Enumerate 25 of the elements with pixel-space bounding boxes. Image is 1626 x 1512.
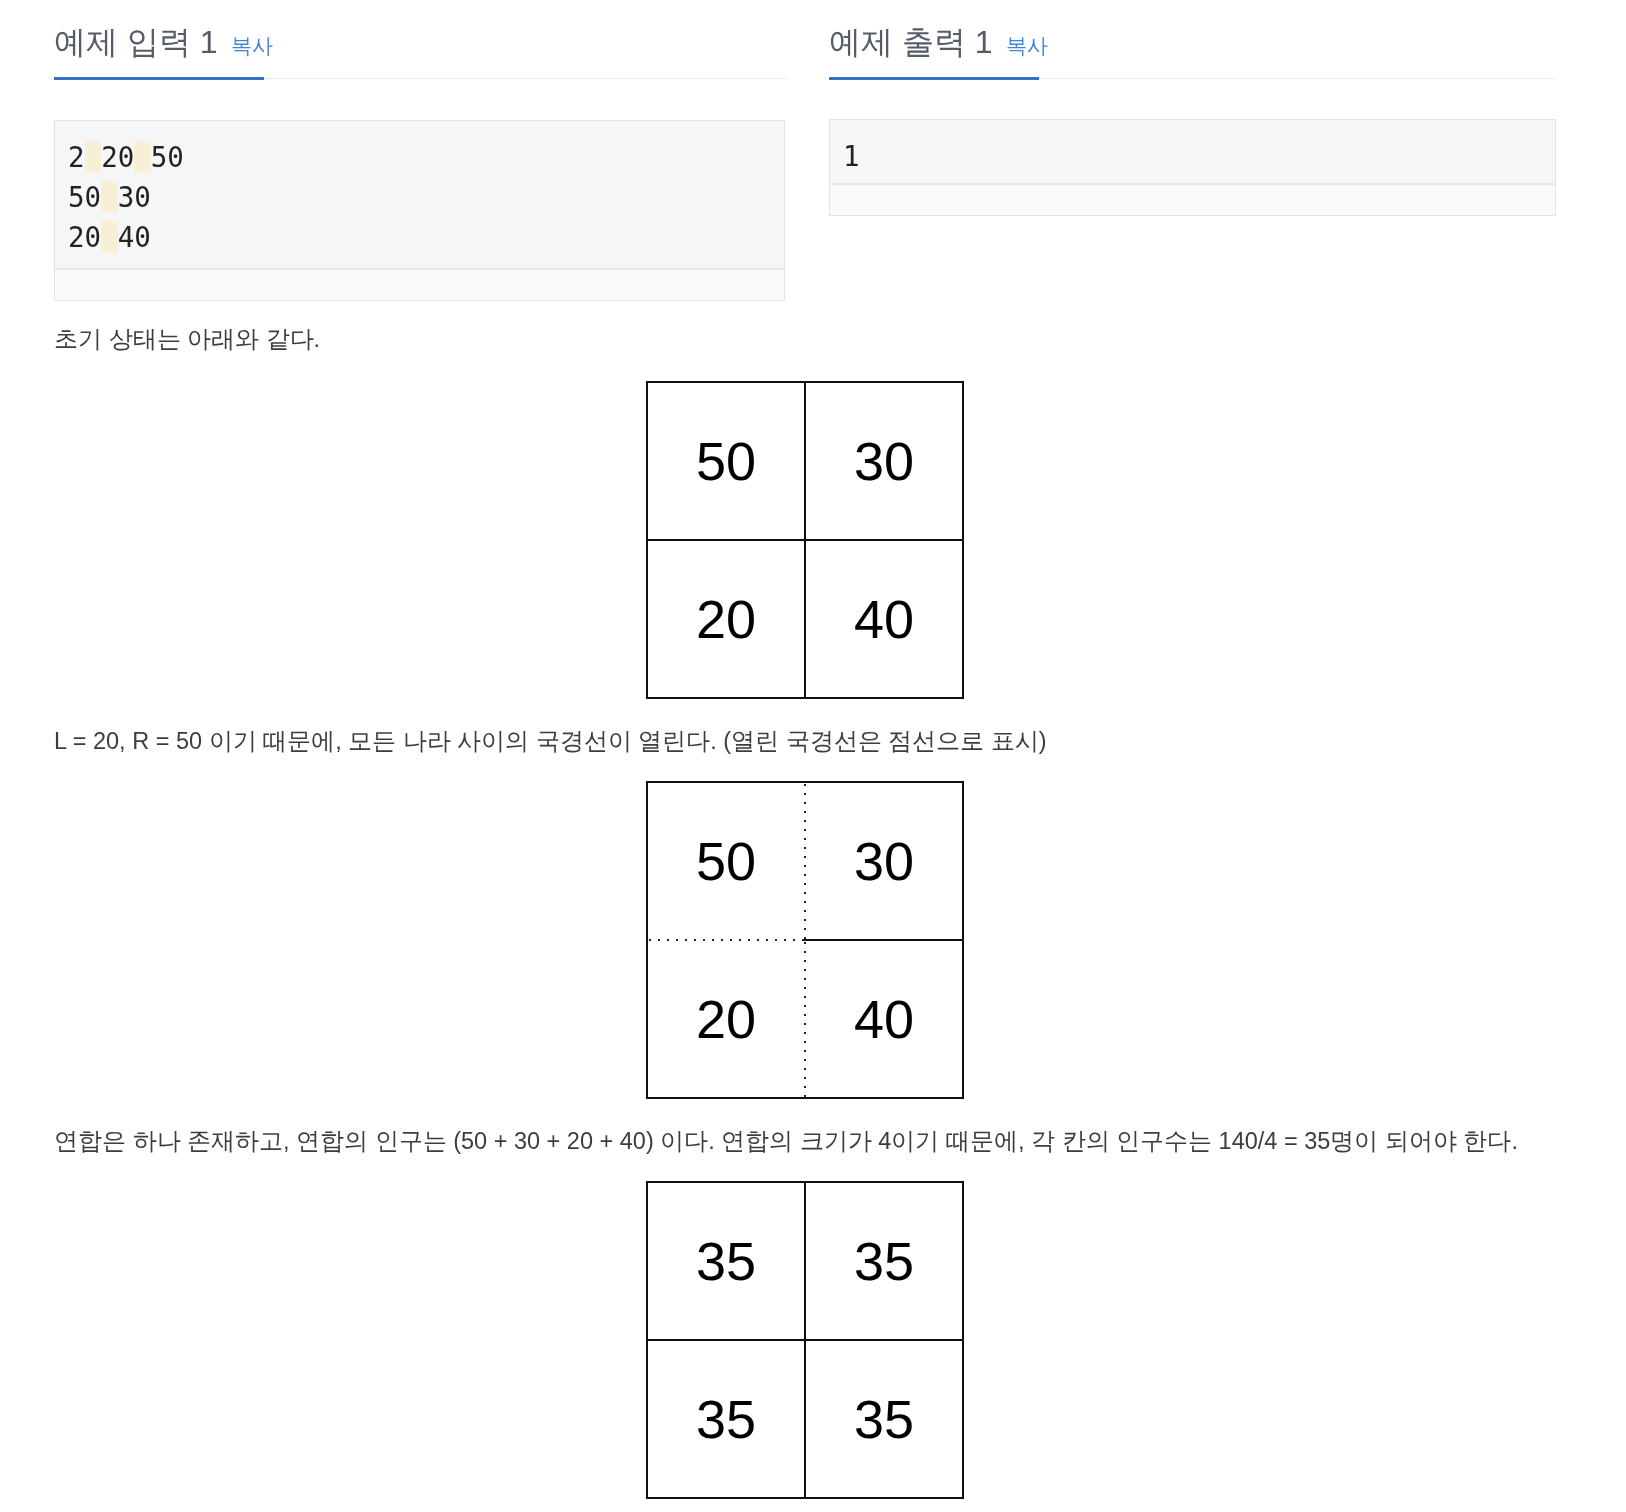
grid-cell: 40 [804,939,964,1099]
grid-cell: 20 [646,539,806,699]
code-block [54,120,785,301]
grid-cell: 35 [646,1181,806,1341]
copy-link: 복사 [230,33,273,59]
body-text: L = 20, R = 50 이기 때문에, 모든 나라 사이의 국경선이 열린다. (열린 국경선은 점선으로 표시) [54,727,1047,756]
grid-cell: 50 [646,781,806,941]
code-block [829,119,1556,216]
code-line: 50 30 [68,180,152,215]
grid-cell: 35 [804,1339,964,1499]
code-line: 20 40 [68,220,152,255]
grid-cell: 30 [804,781,964,941]
grid-cell: 50 [646,381,806,541]
grid-cell: 35 [646,1339,806,1499]
section-heading: 예제 입력 1 [54,23,218,62]
grid-cell: 35 [804,1181,964,1341]
grid-cell: 20 [646,939,806,1099]
body-text: 연합은 하나 존재하고, 연합의 인구는 (50 + 30 + 20 + 40) 이다. 연합의 크기가 4이기 때문에, 각 칸의 인구수는 140/4 = 35명이 되어야 한다. [54,1127,1518,1156]
grid-cell: 40 [804,539,964,699]
section-heading: 예제 출력 1 [829,23,993,62]
body-text: 초기 상태는 아래와 같다. [54,325,321,354]
code-line: 1 [843,139,860,174]
grid-cell: 30 [804,381,964,541]
copy-link: 복사 [1005,33,1048,59]
code-line: 2 20 50 [68,140,184,175]
